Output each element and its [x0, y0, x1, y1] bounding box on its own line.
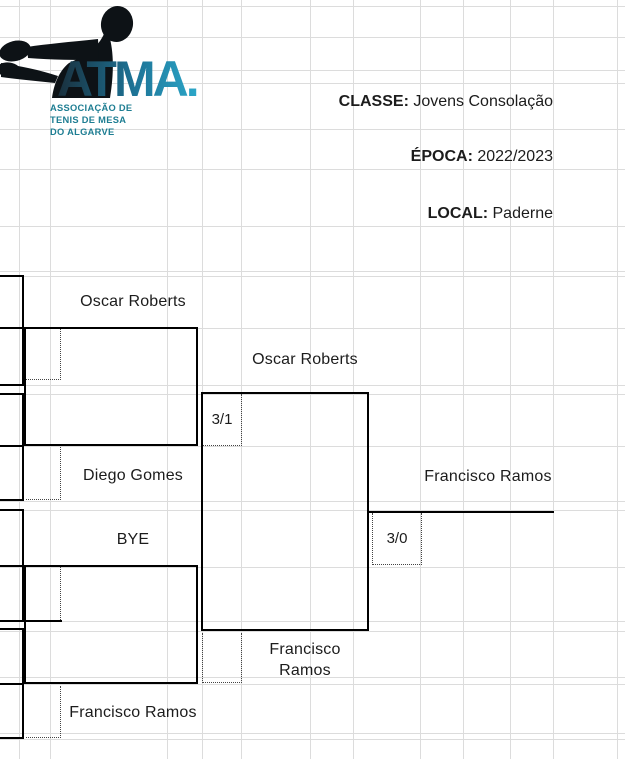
bracket-line — [22, 393, 24, 501]
gridline-horizontal — [0, 129, 625, 130]
bracket-line — [0, 445, 24, 447]
gridline-horizontal — [0, 739, 625, 740]
gridline-horizontal — [0, 271, 625, 272]
semifinal-upper-score: 3/1 — [211, 411, 233, 428]
semifinal-upper-winner-cell[interactable]: Oscar Roberts — [252, 351, 358, 368]
gridline-vertical — [202, 0, 203, 759]
gridline-horizontal — [0, 226, 625, 227]
semifinal-lower-winner-line2: Ramos — [279, 662, 331, 679]
gridline-vertical — [19, 0, 20, 759]
semifinal-match-box — [201, 392, 369, 631]
gridline-horizontal — [0, 37, 625, 38]
bracket-line — [0, 327, 24, 329]
gridline-vertical — [463, 0, 464, 759]
score-cell-empty-4[interactable] — [26, 686, 61, 738]
bracket-line — [0, 384, 24, 386]
gridline-horizontal — [0, 631, 625, 632]
semifinal-upper-score-cell[interactable]: 3/1 — [203, 394, 242, 446]
final-score-cell[interactable]: 3/0 — [372, 513, 422, 565]
bracket-line — [0, 499, 24, 501]
bracket-line — [0, 393, 24, 395]
player-silhouette-icon — [0, 6, 134, 98]
org-name-line2: TENIS DE MESA — [50, 115, 126, 125]
gridline-horizontal — [0, 733, 625, 734]
lower-quarterfinal-match-box — [24, 565, 198, 684]
bracket-line — [0, 565, 24, 567]
gridline-horizontal — [0, 510, 625, 511]
org-name-line1: ASSOCIAÇÃO DE — [50, 103, 132, 113]
gridline-vertical — [310, 0, 311, 759]
classe-label: CLASSE: — [338, 93, 409, 110]
semifinal-lower-winner-cell[interactable]: Francisco Ramos — [242, 639, 368, 681]
final-winner-cell[interactable]: Francisco Ramos — [424, 468, 552, 485]
gridline-vertical — [510, 0, 511, 759]
player-cell-francisco-ramos[interactable]: Francisco Ramos — [69, 704, 197, 721]
player-cell-diego-gomes[interactable]: Diego Gomes — [82, 467, 184, 484]
bracket-line — [0, 620, 62, 622]
bracket-line — [0, 509, 24, 511]
gridline-horizontal — [0, 684, 625, 685]
local-label: LOCAL: — [427, 205, 489, 222]
classe-value: Jovens Consolação — [413, 93, 553, 110]
score-cell-empty-5[interactable] — [202, 633, 242, 683]
gridline-vertical — [241, 0, 242, 759]
gridline-horizontal — [0, 328, 625, 329]
gridline-horizontal — [0, 501, 625, 502]
atma-logo: ATMA. ASSOCIAÇÃO DE TENIS DE MESA DO ALG… — [0, 6, 200, 136]
atma-wordmark: ATMA. — [57, 51, 197, 107]
score-cell-empty-3[interactable] — [26, 567, 61, 620]
epoca-label: ÉPOCA: — [410, 148, 473, 165]
bracket-line — [22, 275, 24, 386]
bracket-line — [0, 275, 24, 277]
gridline-horizontal — [0, 446, 625, 447]
semifinal-lower-winner-line1: Francisco — [269, 641, 341, 658]
gridline-horizontal — [0, 169, 625, 170]
bracket-line — [0, 628, 24, 630]
upper-quarterfinal-match-box — [24, 327, 198, 446]
bracket-line — [368, 511, 554, 513]
gridline-horizontal — [0, 83, 625, 84]
bracket-line — [0, 683, 24, 685]
bracket-line — [0, 737, 24, 739]
player-cell-bye[interactable]: BYE — [116, 531, 150, 548]
player-cell-oscar-roberts[interactable]: Oscar Roberts — [80, 293, 186, 310]
gridline-horizontal — [0, 385, 625, 386]
epoca-value: 2022/2023 — [477, 148, 553, 165]
local-line: LOCAL: Paderne — [428, 205, 553, 223]
gridline-horizontal — [0, 6, 625, 7]
final-score: 3/0 — [386, 530, 408, 547]
classe-line: CLASSE: Jovens Consolação — [339, 93, 553, 111]
score-cell-empty-1[interactable] — [26, 329, 61, 380]
gridline-vertical — [617, 0, 618, 759]
gridline-horizontal — [0, 276, 625, 277]
gridline-horizontal — [0, 567, 625, 568]
gridline-vertical — [353, 0, 354, 759]
gridline-vertical — [553, 0, 554, 759]
gridline-vertical — [420, 0, 421, 759]
gridline-horizontal — [0, 621, 625, 622]
gridline-horizontal — [0, 677, 625, 678]
epoca-line: ÉPOCA: 2022/2023 — [411, 148, 553, 166]
gridline-horizontal — [0, 394, 625, 395]
gridline-vertical — [167, 0, 168, 759]
org-name-line3: DO ALGARVE — [50, 127, 114, 136]
gridline-horizontal — [0, 70, 625, 71]
score-cell-empty-2[interactable] — [26, 447, 61, 500]
local-value: Paderne — [492, 205, 554, 222]
